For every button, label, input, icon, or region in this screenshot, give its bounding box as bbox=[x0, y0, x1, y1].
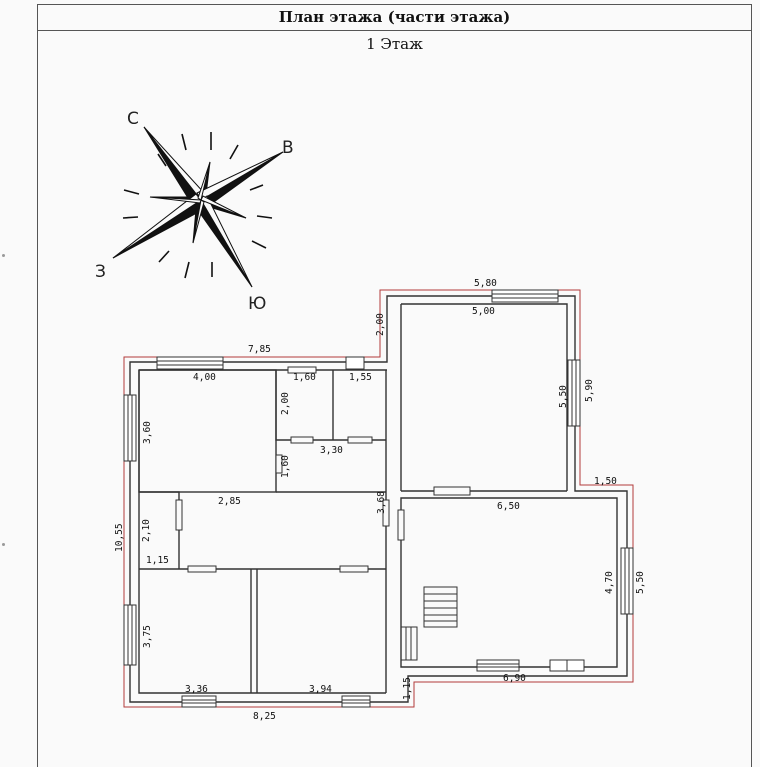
dim-top-left-width: 7,85 bbox=[248, 344, 271, 355]
dim-lower-right-width: 6,50 bbox=[497, 501, 520, 512]
dim-hall-side-width: 1,15 bbox=[146, 555, 169, 566]
dim-bottom-total-width: 8,25 bbox=[253, 711, 276, 722]
dim-bath-width: 1,55 bbox=[349, 372, 372, 383]
dim-hall-width: 2,85 bbox=[218, 496, 241, 507]
drawing-frame: План этажа (части этажа) 1 Этаж bbox=[37, 4, 752, 767]
dim-bottom-left-width: 3,36 bbox=[185, 684, 208, 695]
dim-hall-top-width: 3,30 bbox=[320, 445, 343, 456]
dim-bottom-left-height: 3,75 bbox=[142, 625, 153, 648]
dim-small-wall2: 1,60 bbox=[280, 455, 291, 478]
dim-room1-height: 3,60 bbox=[142, 421, 153, 444]
dim-lower-right-outer-height: 5,50 bbox=[635, 571, 646, 594]
dim-corridor-width: 1,60 bbox=[293, 372, 316, 383]
dim-hall-side: 2,10 bbox=[141, 519, 152, 542]
dim-top-right-width: 5,80 bbox=[474, 278, 497, 289]
scan-mark bbox=[2, 254, 5, 257]
staircase bbox=[400, 586, 458, 661]
building-outline bbox=[123, 289, 634, 708]
dim-step-bottom: 1,15 bbox=[402, 677, 413, 700]
dimension-labels: 7,85 5,80 5,00 2,00 4,00 1,60 1,55 3,60 … bbox=[114, 278, 646, 722]
dim-right-room-height: 5,50 bbox=[558, 385, 569, 408]
floor-label: 1 Этаж bbox=[366, 35, 423, 53]
walls bbox=[129, 295, 628, 703]
dim-bottom-mid-width: 3,94 bbox=[309, 684, 332, 695]
compass-rose-icon: С В Ю З bbox=[95, 109, 294, 314]
dim-bottom-right-width: 6,90 bbox=[503, 673, 526, 684]
dim-step-height: 2,00 bbox=[375, 313, 386, 336]
compass-north-label: С bbox=[127, 109, 139, 129]
dim-lower-right-height: 4,70 bbox=[604, 571, 615, 594]
dim-room1-width: 4,00 bbox=[193, 372, 216, 383]
dim-right-outer-height: 5,90 bbox=[584, 379, 595, 402]
compass-west-label: З bbox=[95, 262, 106, 282]
doors bbox=[175, 366, 471, 573]
dim-offset-width: 1,50 bbox=[594, 476, 617, 487]
page-title: План этажа (части этажа) bbox=[38, 5, 751, 31]
dim-small-wall: 2,00 bbox=[280, 392, 291, 415]
windows bbox=[123, 289, 634, 708]
compass-south-label: Ю bbox=[248, 294, 266, 314]
dim-left-height: 10,55 bbox=[114, 523, 125, 552]
dim-center-height: 3,68 bbox=[376, 491, 387, 514]
compass-east-label: В bbox=[282, 138, 294, 158]
dim-right-block-width: 5,00 bbox=[472, 306, 495, 317]
scan-mark bbox=[2, 543, 5, 546]
